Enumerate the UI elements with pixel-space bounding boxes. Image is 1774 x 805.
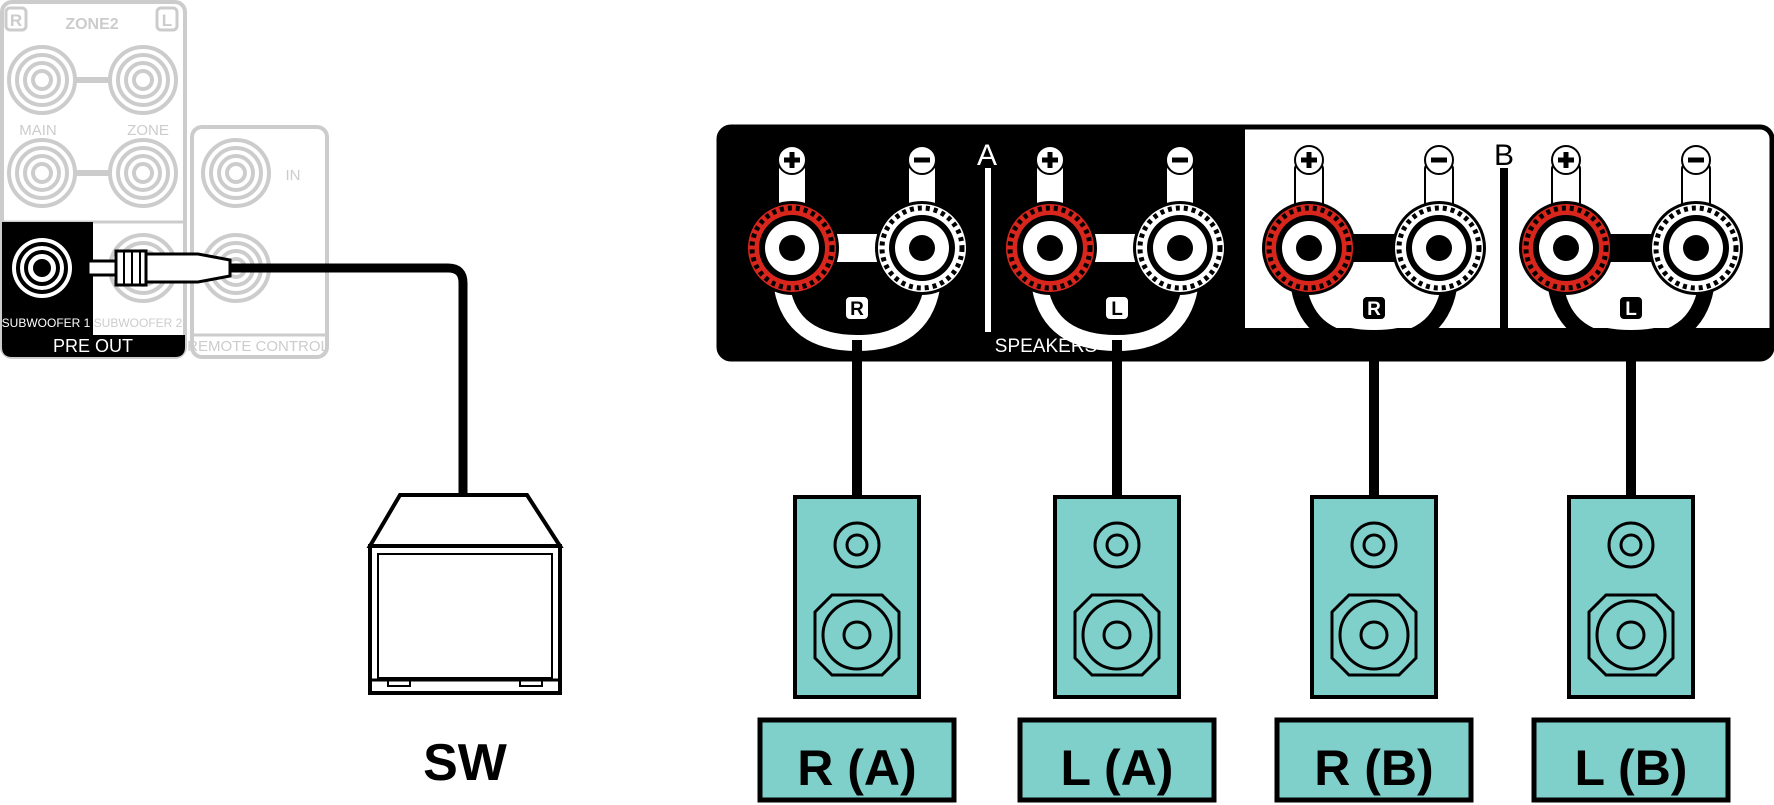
remote-in-label: IN bbox=[286, 167, 301, 184]
zone-label: ZONE bbox=[127, 122, 169, 139]
subwoofer2-label: SUBWOOFER 2 bbox=[94, 316, 183, 330]
speaker-set: R (A) L (A) R (B) L (B) bbox=[757, 340, 1731, 803]
subwoofer-cable bbox=[86, 249, 468, 495]
speaker-label: R (A) bbox=[797, 740, 916, 796]
subwoofer-label: SW bbox=[423, 734, 508, 792]
remote-control-panel: IN REMOTE CONTROL bbox=[187, 125, 329, 359]
speaker-label-box: L (B) bbox=[1531, 717, 1731, 803]
remote-control-label: REMOTE CONTROL bbox=[187, 338, 329, 355]
negative-terminal-icon bbox=[1133, 201, 1227, 295]
negative-terminal-icon bbox=[875, 201, 969, 295]
channel-badge: L bbox=[1111, 299, 1123, 320]
terminal-pair: L bbox=[1003, 145, 1227, 352]
speaker-label-box: L (A) bbox=[1017, 717, 1217, 803]
speaker-cabinet-icon bbox=[1310, 495, 1438, 699]
positive-terminal-icon bbox=[1262, 201, 1356, 295]
zone2-label: ZONE2 bbox=[65, 16, 118, 33]
subwoofer-icon bbox=[366, 493, 564, 695]
channel-badge: R bbox=[850, 299, 864, 320]
speaker-unit: R (A) bbox=[757, 340, 957, 803]
speaker-cabinet-icon bbox=[1053, 495, 1181, 699]
positive-terminal-icon bbox=[1519, 201, 1613, 295]
speaker-cabinet-icon bbox=[1567, 495, 1695, 699]
speaker-label-box: R (B) bbox=[1274, 717, 1474, 803]
negative-sign-icon bbox=[1424, 145, 1454, 175]
positive-sign-icon bbox=[777, 145, 807, 175]
speaker-label: L (A) bbox=[1061, 740, 1174, 796]
speaker-label-box: R (A) bbox=[757, 717, 957, 803]
terminal-pair: R bbox=[1262, 145, 1486, 352]
negative-sign-icon bbox=[1165, 145, 1195, 175]
speaker-label: R (B) bbox=[1314, 740, 1433, 796]
channel-badge: R bbox=[1367, 299, 1381, 320]
zone2-r-badge: R bbox=[10, 11, 22, 30]
channel-badge: L bbox=[1625, 299, 1637, 320]
positive-sign-icon bbox=[1035, 145, 1065, 175]
negative-terminal-icon bbox=[1392, 201, 1486, 295]
preout-panel: R ZONE2 L MAIN ZONE SUBWOOFER 1 PRE OUT … bbox=[0, 0, 187, 359]
group-b-label: B bbox=[1494, 139, 1514, 172]
group-a-label: A bbox=[977, 139, 997, 172]
speaker-unit: R (B) bbox=[1274, 340, 1474, 803]
speaker-cabinet-icon bbox=[793, 495, 921, 699]
negative-sign-icon bbox=[907, 145, 937, 175]
speaker-unit: L (A) bbox=[1017, 340, 1217, 803]
positive-sign-icon bbox=[1294, 145, 1324, 175]
speaker-unit: L (B) bbox=[1531, 340, 1731, 803]
speaker-label: L (B) bbox=[1575, 740, 1688, 796]
negative-terminal-icon bbox=[1649, 201, 1743, 295]
positive-terminal-icon bbox=[1003, 201, 1097, 295]
main-label: MAIN bbox=[19, 122, 57, 139]
positive-sign-icon bbox=[1551, 145, 1581, 175]
preout-label: PRE OUT bbox=[53, 336, 133, 356]
negative-sign-icon bbox=[1681, 145, 1711, 175]
positive-terminal-icon bbox=[745, 201, 839, 295]
zone2-l-badge: L bbox=[162, 11, 172, 30]
subwoofer1-label: SUBWOOFER 1 bbox=[2, 316, 91, 330]
subwoofer1-jack-icon bbox=[12, 238, 72, 298]
